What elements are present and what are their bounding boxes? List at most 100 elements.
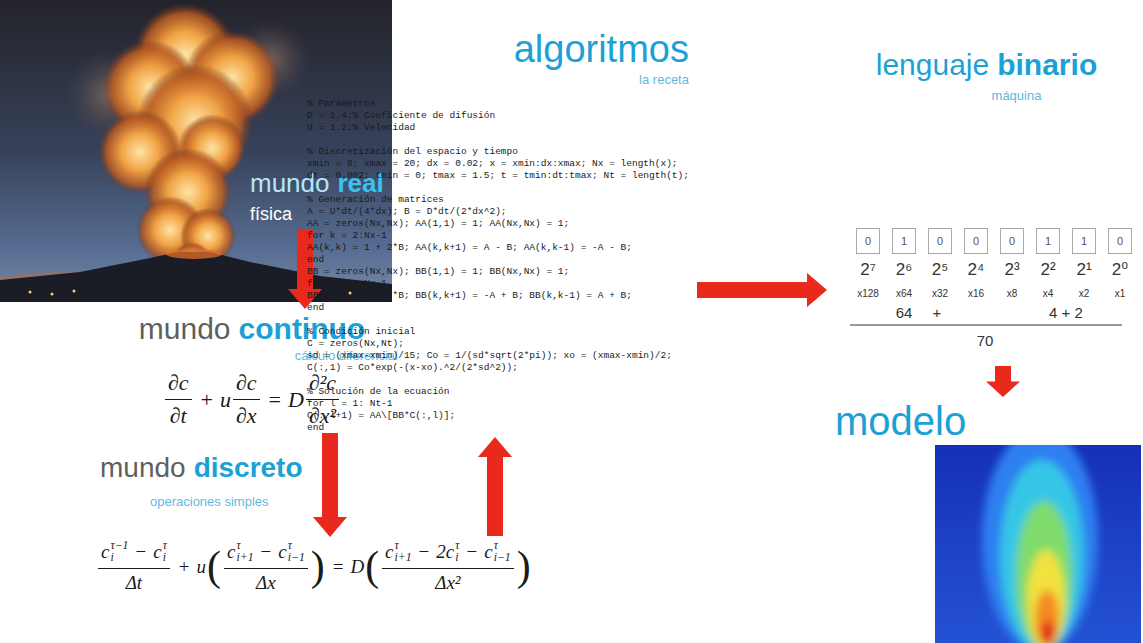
code-line: end: [307, 302, 689, 314]
math-subscript: i−1: [288, 552, 305, 564]
math-operator: +: [179, 556, 190, 578]
place-value: x64: [896, 288, 912, 300]
power-of-two: 2⁷: [860, 260, 876, 280]
code-line: A = U*dt/(4*dx); B = D*dt/(2*dx^2);: [307, 206, 689, 218]
math-term: c: [153, 541, 161, 563]
math-term-with-scripts: cτi+1: [227, 540, 254, 565]
code-line: for k = 2:Nx-1: [307, 230, 689, 242]
code-line: U = 1.2;% Velocidad: [307, 122, 689, 134]
math-term-with-scripts: cτ−1i: [101, 540, 128, 565]
math-term: Δx: [256, 572, 276, 594]
math-parenthesis: (: [207, 546, 221, 588]
bit-box: 0: [856, 228, 880, 254]
math-term: ∂c: [236, 370, 257, 396]
plume-field: [1016, 501, 1072, 643]
heading-word-bold: discreto: [194, 452, 303, 483]
place-value: x2: [1079, 288, 1090, 300]
place-value: x8: [1007, 288, 1018, 300]
code-line: D = 1.4;% Coeficiente de difusión: [307, 110, 689, 122]
math-term: Δx²: [435, 572, 460, 594]
heading-word: mundo: [139, 312, 231, 345]
bit-box: 0: [1000, 228, 1024, 254]
code-line: % Condición inicial: [307, 326, 689, 338]
math-scripts: τi: [163, 540, 167, 565]
fraction-numerator: cτi+1−cτi−1: [224, 540, 308, 569]
plume-field: [1041, 621, 1055, 643]
code-line: % Solución de la ecuación: [307, 386, 689, 398]
math-term: D: [350, 556, 364, 578]
math-subscript: i+1: [395, 552, 412, 564]
math-scripts: τi+1: [236, 540, 253, 565]
math-term-with-scripts: cτi−1: [484, 540, 511, 565]
equation: cτ−1i−cτiΔt+u(cτi+1−cτi−1Δx)=D(cτi+1−2cτ…: [96, 540, 532, 594]
place-value: x128: [857, 288, 879, 300]
subtitle-row: máquina: [830, 86, 1143, 104]
math-subscript: i: [455, 552, 459, 564]
fraction-denominator: Δx²: [382, 569, 514, 594]
math-subscript: i+1: [236, 552, 253, 564]
city-light: [51, 293, 54, 296]
fraction-numerator: cτ−1i−cτi: [98, 540, 170, 569]
math-term: 2c: [436, 541, 454, 563]
bit-digit: 1: [1081, 235, 1087, 247]
bit-box: 0: [1108, 228, 1132, 254]
code-line: end: [307, 254, 689, 266]
arrow-shape: [478, 437, 512, 536]
math-operator: −: [135, 541, 146, 563]
section-title: algoritmos: [307, 28, 689, 70]
math-term: c: [484, 541, 492, 563]
math-term-with-scripts: cτi+1: [385, 540, 412, 565]
math-scripts: τi: [455, 540, 459, 565]
bit-box: 1: [892, 228, 916, 254]
math-term: D: [288, 387, 304, 413]
plume-field: [1027, 550, 1065, 643]
math-parenthesis: ): [517, 546, 531, 588]
code-line: AA = zeros(Nx,Nx); AA(1,1) = 1; AA(Nx,Nx…: [307, 218, 689, 230]
math-parenthesis: ): [311, 546, 325, 588]
arrow-shape: [697, 273, 827, 307]
math-operator: −: [261, 541, 272, 563]
city-light: [73, 290, 76, 293]
bit-digit: 0: [865, 235, 871, 247]
fraction-denominator: Δt: [98, 569, 170, 594]
math-fraction: ∂c ∂x: [233, 370, 260, 429]
section-title: modelo: [835, 400, 966, 442]
sum-term: +: [933, 304, 942, 322]
math-fraction: cτi+1−2cτi−cτi−1Δx²: [382, 540, 514, 594]
math-term: c: [385, 541, 393, 563]
math-scripts: τi−1: [494, 540, 511, 565]
place-value: x1: [1115, 288, 1126, 300]
math-term: ∂t: [170, 403, 187, 429]
place-value: x32: [932, 288, 948, 300]
code-line: for l = 1: Nt-1: [307, 398, 689, 410]
stage-block: cτ−1i−cτiΔt+u(cτi+1−cτi−1Δx)=D(cτi+1−2cτ…: [96, 540, 532, 594]
math-operator: −: [419, 541, 430, 563]
plume-field: [1035, 590, 1059, 643]
code-block: % ParámetrosD = 1.4;% Coeficiente de dif…: [307, 98, 689, 434]
code-line: C = zeros(Nx,Nt);: [307, 338, 689, 350]
fraction-numerator: cτi+1−2cτi−cτi−1: [382, 540, 514, 569]
math-superscript: τ: [163, 540, 167, 552]
code-line: % Discretización del espacio y tiempo: [307, 146, 689, 158]
bit-box: 0: [964, 228, 988, 254]
math-superscript: τ−1: [110, 540, 128, 552]
fraction-numerator: ∂c: [233, 370, 260, 400]
math-term-with-scripts: cτi−1: [278, 540, 305, 565]
bit-digit: 1: [1045, 235, 1051, 247]
math-term: ∂x: [236, 403, 257, 429]
power-of-two: 2⁶: [896, 260, 912, 280]
code-line: for k = 2:Nx-1: [307, 278, 689, 290]
sum-rule: [850, 325, 1122, 326]
math-scripts: τ−1i: [110, 540, 128, 565]
subtitle: física: [250, 204, 292, 224]
arrow-shape: [313, 433, 347, 537]
math-superscript: τ: [455, 540, 459, 552]
math-scripts: τi+1: [395, 540, 412, 565]
math-term: ∂c: [168, 370, 189, 396]
fraction-denominator: ∂t: [165, 400, 192, 429]
plume-field: [1000, 460, 1084, 643]
math-term: c: [101, 541, 109, 563]
power-of-two: 2²: [1040, 260, 1055, 280]
bit-digit: 0: [973, 235, 979, 247]
